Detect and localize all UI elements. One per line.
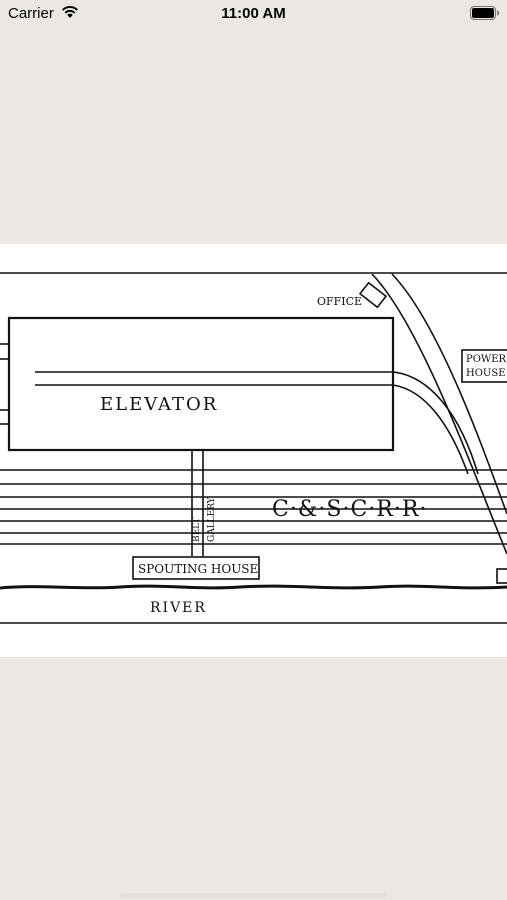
status-bar: Carrier 11:00 AM — [0, 0, 507, 30]
elevator-label: ELEVATOR — [100, 394, 218, 415]
power-house-label-line1: POWER — [466, 354, 507, 365]
railroad-label: C·&·S·C·R·R· — [272, 497, 427, 522]
image-viewer[interactable]: OFFICE POWER HOUSE ELEVATOR C·&·S·C·R·R·… — [0, 244, 507, 657]
power-house-label-line2: HOUSE — [466, 368, 506, 379]
river-label: RIVER — [150, 600, 207, 616]
wifi-icon — [61, 5, 79, 24]
status-time: 11:00 AM — [221, 5, 286, 22]
office-label: OFFICE — [317, 295, 362, 308]
carrier-label: Carrier — [8, 5, 54, 22]
spouting-house-label: SPOUTING HOUSE — [138, 562, 258, 576]
gallery-label: GALLERY — [207, 496, 217, 542]
home-indicator[interactable] — [120, 893, 387, 898]
belt-label: BELT — [192, 518, 202, 542]
site-plan-diagram: OFFICE POWER HOUSE ELEVATOR C·&·S·C·R·R·… — [0, 272, 507, 624]
battery-full-icon — [470, 6, 500, 25]
